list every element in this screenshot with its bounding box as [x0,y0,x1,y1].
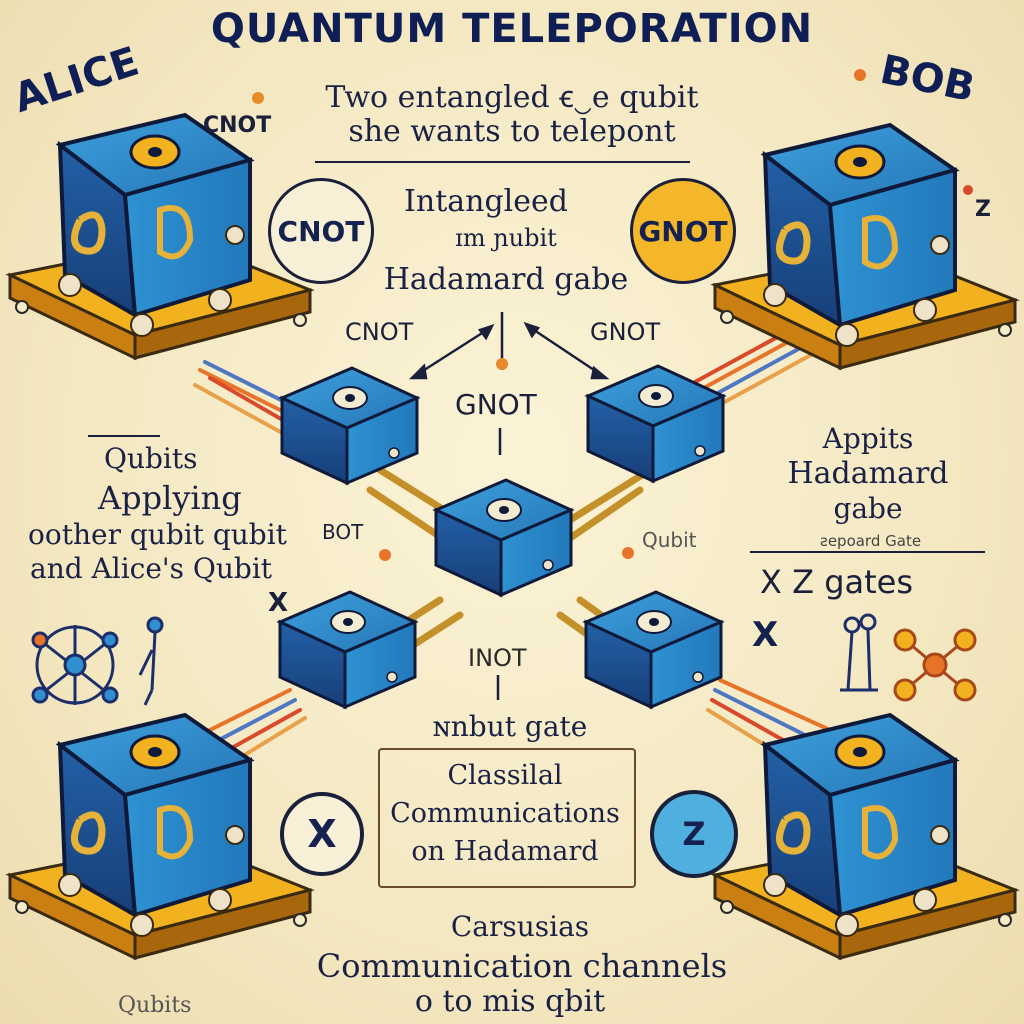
right-text-line2: Hadamard [787,456,949,491]
xz-gates-label: X Z gates [760,563,914,601]
gate-node-upper-left [280,366,419,485]
bottom-left-qubits: Qubits [118,993,192,1018]
center-note-line3: Hadamard gabe [383,262,629,297]
z-gate-circle: Z [650,790,738,878]
page-title: QUANTUM TELEPORATION [210,6,814,52]
input-gate-label: ɴnbut gate [432,710,588,743]
dot-bob-z [963,185,973,195]
x-gate-circle: X [280,792,364,876]
left-text-line3: oother qubit qubit [28,518,287,551]
center-note-line1: Intangleed [404,184,568,219]
left-text-line1: Qubits [104,442,198,475]
qubit-label: Qubit [642,528,697,552]
classical-box-line1: Classilal [447,760,563,791]
right-x-label: X [752,615,779,655]
top-note-line1: Two entangled ꞓ‿e qubit [325,80,699,115]
right-small-line: ƨepoard Gate [820,532,922,550]
gate-node-center [434,478,573,597]
dot-bob [854,69,866,81]
bottom-text-line1: Carsusias [450,910,590,943]
cnot-arrows [252,92,610,700]
bob-z-mark: Z [975,197,991,222]
gate-node-lower-right [584,590,723,709]
molecule-icon-left [31,625,119,705]
people-figures-right [840,613,878,692]
left-cnot-label: CNOT [203,113,272,138]
gate-node-lower-left [278,590,417,709]
top-note-line2: she wants to telepont [348,114,676,149]
bob-qubit-block-top [715,125,1015,368]
classical-communication-box [378,748,636,888]
dot-right [622,547,634,559]
left-text-line2: Applying [98,479,242,517]
right-text-line1: Appits [822,422,914,455]
dot-left [379,549,391,561]
right-text-line3: gabe [833,492,903,525]
arrow-left-label: CNOT [345,318,414,346]
left-x-label: X [268,588,289,618]
molecule-icon-right [893,628,977,702]
middle-gnot-label: GNOT [455,388,537,421]
classical-box-line2: Communications [390,798,620,829]
gate-node-upper-right [586,364,725,483]
bottom-center-gate: INOT [468,644,527,672]
left-text-line4: and Alice's Qubit [30,552,273,585]
classical-box-line3: on Hadamard [411,836,599,867]
bot-label: BOT [322,520,364,544]
bob-qubit-block-bottom [715,715,1015,958]
center-note-line2: ɪm ɲubit [455,224,557,252]
alice-qubit-block-bottom [10,715,310,958]
alice-qubit-block-top [10,115,310,358]
gnot-gate-circle: GNOT [630,178,736,284]
bottom-text-line3: o to mis qbit [414,984,606,1019]
people-figures-left [138,616,164,706]
cnot-gate-circle: CNOT [268,178,374,284]
bottom-text-line2: Communication channels [316,947,728,985]
arrow-right-label: GNOT [590,318,661,346]
